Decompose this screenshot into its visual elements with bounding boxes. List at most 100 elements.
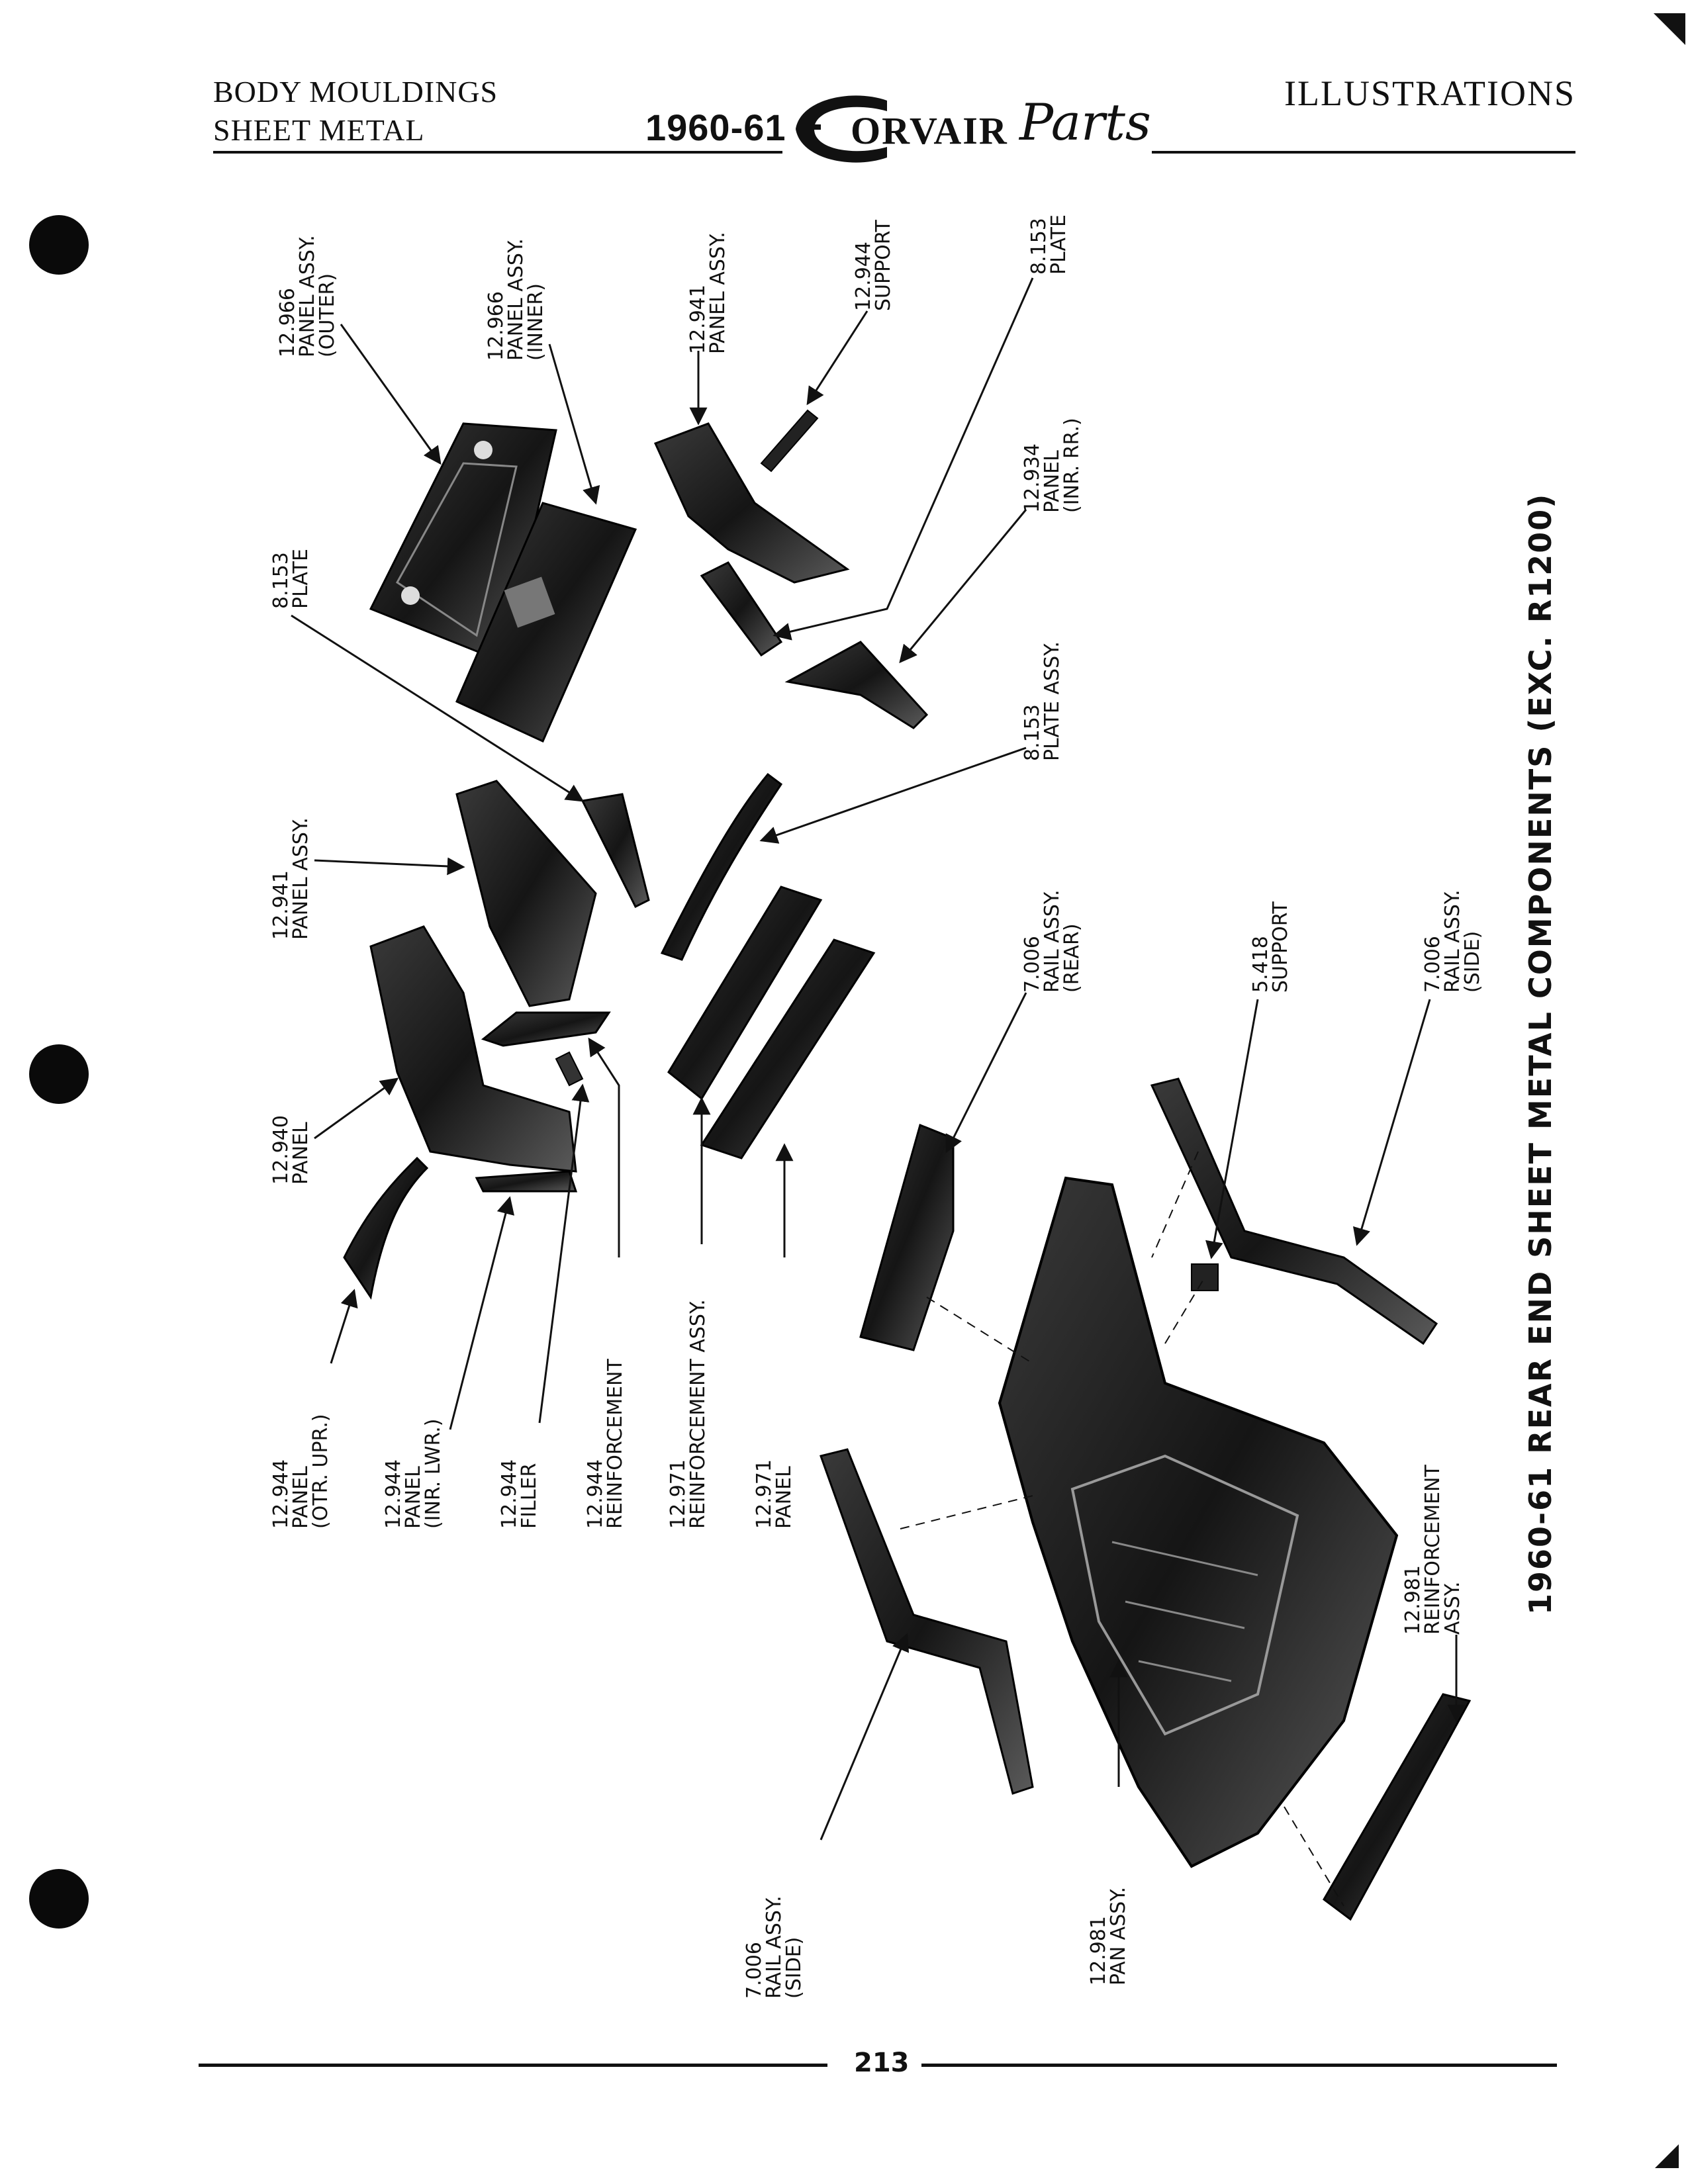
label-panel-assy-inner: 12.966 PANEL ASSY. (INNER) [485, 238, 547, 361]
logo-c-swoosh-icon [796, 95, 887, 163]
binder-hole-middle [29, 1044, 89, 1104]
label-text: PANEL ASSY. [706, 232, 729, 354]
label-text: RAIL ASSY. [1441, 889, 1464, 993]
label-text: PANEL ASSY. [504, 238, 528, 361]
part-filler [555, 1051, 584, 1087]
part-reinforcement-944 [481, 1011, 611, 1047]
label-number: 12.944 [852, 242, 875, 311]
page-number: 213 [854, 2048, 910, 2078]
leader-lines [291, 277, 1466, 1841]
section-heading: BODY MOULDINGS SHEET METAL [213, 73, 498, 150]
label-number: 12.944 [382, 1459, 405, 1529]
label-number: 12.966 [276, 288, 299, 357]
label-number: 7.006 [1021, 936, 1044, 993]
label-number: 8.153 [269, 552, 293, 609]
label-number: 12.971 [667, 1459, 690, 1529]
label-number: 12.981 [1087, 1916, 1110, 1985]
label-text: SUPPORT [1269, 901, 1292, 993]
label-text: FILLER [518, 1463, 541, 1529]
label-text: PANEL ASSY. [289, 817, 312, 940]
label-number: 8.153 [1027, 218, 1051, 275]
part-plate-small [700, 561, 783, 657]
footer-rule-right [921, 2064, 1557, 2067]
part-panel-inr-lwr [475, 1170, 578, 1193]
part-rail-rear [859, 1123, 955, 1351]
part-plate-assy-curved [660, 772, 783, 961]
header-illustrations: ILLUSTRATIONS [1284, 73, 1575, 113]
label-number: 12.981 [1401, 1565, 1425, 1635]
part-support-upper [760, 409, 819, 473]
logo-year: 1960-61 [645, 107, 786, 148]
part-plate-left [581, 793, 650, 909]
part-reinforcement-assy [667, 886, 823, 1101]
label-text: ASSY. [1441, 1581, 1464, 1635]
label-panel-assy-middle: 12.941 PANEL ASSY. [269, 817, 312, 940]
label-panel-otr-upr: 12.944 PANEL (OTR. UPR.) [269, 1414, 332, 1529]
label-text: PANEL [1041, 450, 1064, 513]
assembly-dashed-lines [900, 1151, 1344, 1907]
label-panel-assy-outer: 12.966 PANEL ASSY. (OUTER) [276, 235, 339, 357]
label-text: REINFORCEMENT [1421, 1465, 1444, 1635]
part-reinforcement-assy-981 [1323, 1693, 1472, 1921]
label-text: PLATE ASSY. [1041, 641, 1064, 761]
label-reinforcement-assy-971: 12.971 REINFORCEMENT ASSY. [667, 1299, 710, 1529]
section-line-1: BODY MOULDINGS [213, 75, 498, 109]
label-text: (INR. RR.) [1060, 418, 1084, 513]
corvair-parts-logo: 1960-61 ORVAIR Parts [645, 93, 1162, 165]
label-pan-assy: 12.981 PAN ASSY. [1087, 1887, 1130, 1985]
section-line-2: SHEET METAL [213, 113, 425, 147]
part-panel-assy-middle [455, 780, 597, 1007]
label-text: (SIDE) [1461, 931, 1484, 993]
label-text: (OTR. UPR.) [309, 1414, 332, 1529]
label-reinforcement-assy-981: 12.981 REINFORCEMENT ASSY. [1401, 1465, 1464, 1635]
figure-title: 1960-61 REAR END SHEET METAL COMPONENTS … [1523, 492, 1558, 1615]
label-panel-inr-lwr: 12.944 PANEL (INR. LWR.) [382, 1418, 445, 1529]
label-number: 7.006 [1421, 936, 1444, 993]
label-number: 12.944 [498, 1459, 521, 1529]
label-plate-assy: 8.153 PLATE ASSY. [1021, 641, 1064, 761]
header-rule-left [213, 151, 782, 154]
label-number: 12.934 [1021, 443, 1044, 513]
label-number: 12.971 [753, 1459, 776, 1529]
label-support-5418: 5.418 SUPPORT [1249, 901, 1292, 993]
part-panel-inr-rr [784, 641, 929, 729]
binder-hole-top [29, 215, 89, 275]
part-pan-assy [998, 1176, 1399, 1868]
label-filler: 12.944 FILLER [498, 1459, 541, 1529]
label-panel-971: 12.971 PANEL [753, 1459, 796, 1529]
label-text: (INNER) [524, 283, 547, 361]
corner-mark-top [1654, 13, 1685, 45]
label-number: 12.940 [269, 1115, 293, 1185]
part-panel-940 [369, 925, 577, 1173]
label-panel-assy-upper: 12.941 PANEL ASSY. [686, 232, 729, 354]
label-panel-940: 12.940 PANEL [269, 1115, 312, 1185]
part-panel-otr-upr [343, 1156, 429, 1300]
label-plate-top: 8.153 PLATE [1027, 214, 1070, 275]
label-number: 12.941 [269, 870, 293, 940]
label-text: (INR. LWR.) [422, 1418, 445, 1529]
label-text: PLATE [289, 549, 312, 609]
logo-word: ORVAIR [851, 109, 1008, 152]
label-text: PANEL [289, 1122, 312, 1185]
label-text: (REAR) [1060, 923, 1084, 993]
label-plate-left: 8.153 PLATE [269, 549, 312, 609]
label-panel-inr-rr: 12.934 PANEL (INR. RR.) [1021, 418, 1084, 513]
label-text: PANEL [773, 1466, 796, 1529]
label-text: PANEL ASSY. [296, 235, 319, 357]
label-number: 7.006 [743, 1942, 766, 1999]
label-text: PLATE [1047, 214, 1070, 275]
label-text: SUPPORT [872, 220, 895, 311]
label-number: 5.418 [1249, 936, 1272, 993]
label-number: 12.966 [485, 291, 508, 361]
label-text: REINFORCEMENT ASSY. [686, 1299, 710, 1529]
binder-hole-bottom [29, 1869, 89, 1929]
part-rail-side-right [1150, 1077, 1438, 1345]
part-support-5418 [1191, 1263, 1219, 1291]
part-panel-assy-upper [653, 422, 850, 584]
label-rail-assy-side-left: 7.006 RAIL ASSY. (SIDE) [743, 1895, 806, 1999]
label-text: (SIDE) [782, 1936, 806, 1999]
part-panel-971 [700, 938, 876, 1160]
logo-parts-script: Parts [1019, 93, 1151, 152]
label-number: 8.153 [1021, 704, 1044, 761]
header-rule-right [1152, 151, 1575, 154]
